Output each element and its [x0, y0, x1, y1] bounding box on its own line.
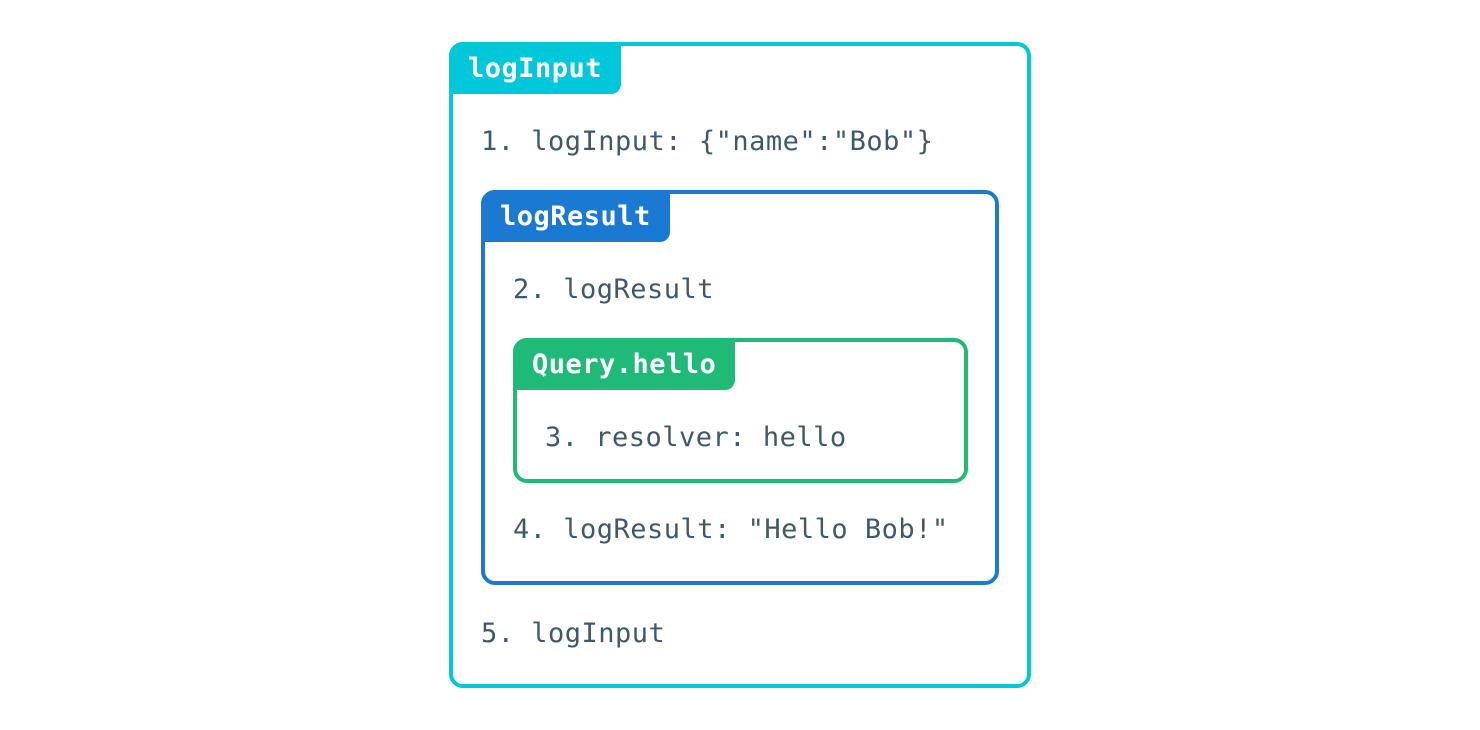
step-3-resolver-hello: 3. resolver: hello — [545, 422, 847, 453]
resolver-label-query-hello: Query.hello — [513, 338, 736, 390]
middleware-label-loginput: logInput — [449, 42, 622, 94]
middleware-box-logresult: logResult 2. logResult Query.hello 3. re… — [481, 190, 999, 585]
middleware-label-logresult: logResult — [481, 190, 670, 242]
step-1-loginput-before: 1. logInput: {"name":"Bob"} — [481, 126, 934, 157]
step-5-loginput-after: 5. logInput — [481, 618, 666, 649]
middleware-box-loginput: logInput 1. logInput: {"name":"Bob"} log… — [449, 42, 1031, 688]
resolver-box-query-hello: Query.hello 3. resolver: hello — [513, 338, 968, 483]
step-4-logresult-after: 4. logResult: "Hello Bob!" — [513, 514, 949, 545]
step-2-logresult-before: 2. logResult — [513, 274, 715, 305]
